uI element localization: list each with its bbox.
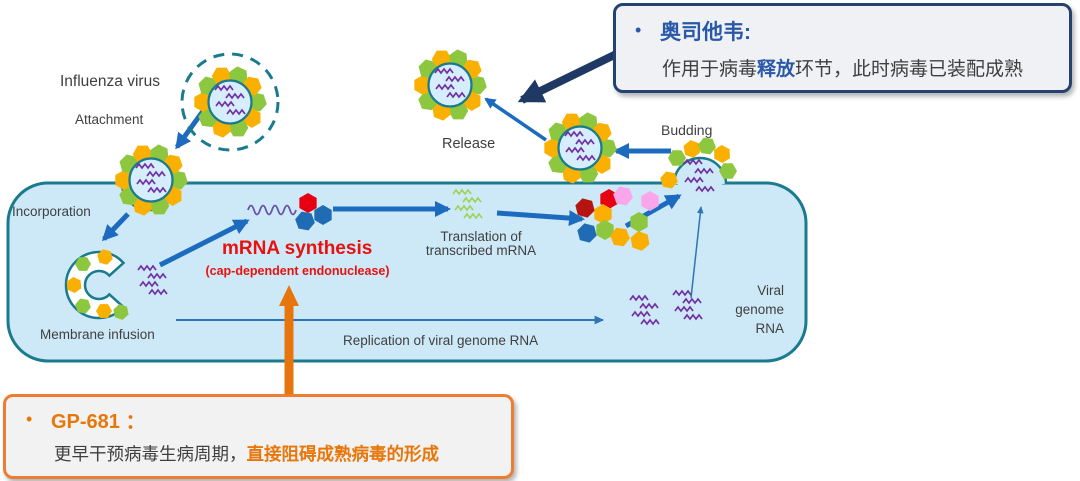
label-influenza-virus: Influenza virus — [60, 73, 160, 90]
label-membrane-infusion: Membrane infusion — [40, 327, 155, 342]
highlight-release-step: 释放 — [757, 59, 796, 80]
label-release: Release — [442, 136, 496, 152]
gp681-callout: • GP-681 ： 更早干预病毒生病周期，直接阻碍成熟病毒的形成 — [3, 394, 514, 479]
label-mrna-synthesis: mRNA synthesis — [222, 238, 373, 259]
highlight-block-formation: 直接阻碍成熟病毒的形成 — [246, 444, 440, 464]
label-incorporation: Incorporation — [12, 204, 91, 219]
oseltamivir-body: 作用于病毒释放环节，此时病毒已装配成熟 — [662, 59, 1024, 80]
label-budding: Budding — [661, 122, 713, 138]
oseltamivir-title: 奥司他韦: — [660, 21, 751, 44]
arrow-to-mrna — [158, 218, 250, 268]
label-cap-dependent: (cap-dependent endonuclease) — [205, 264, 390, 278]
bullet-icon: • — [635, 20, 642, 40]
membrane-infusion-icon — [63, 248, 131, 322]
arrow-gp681-callout — [279, 285, 299, 394]
gp681-body: 更早干预病毒生病周期，直接阻碍成熟病毒的形成 — [54, 444, 440, 464]
influenza-virus-icon — [190, 64, 269, 139]
gp681-title: GP-681 ： — [51, 411, 146, 433]
arrow-to-assembly — [496, 210, 585, 227]
mrna-complex-icon — [247, 193, 332, 232]
oseltamivir-callout: • 奥司他韦: 作用于病毒释放环节，此时病毒已装配成熟 — [613, 3, 1072, 93]
virus-dashed-envelope — [180, 52, 280, 152]
label-replication: Replication of viral genome RNA — [343, 333, 539, 348]
arrow-genome-to-budding — [690, 206, 704, 299]
arrow-release — [484, 97, 547, 142]
released-virus-icon — [410, 47, 489, 122]
bullet-icon: • — [26, 409, 33, 429]
budded-virus-icon — [540, 110, 619, 185]
label-attachment: Attachment — [75, 112, 144, 127]
arrow-incorporation — [101, 212, 130, 242]
